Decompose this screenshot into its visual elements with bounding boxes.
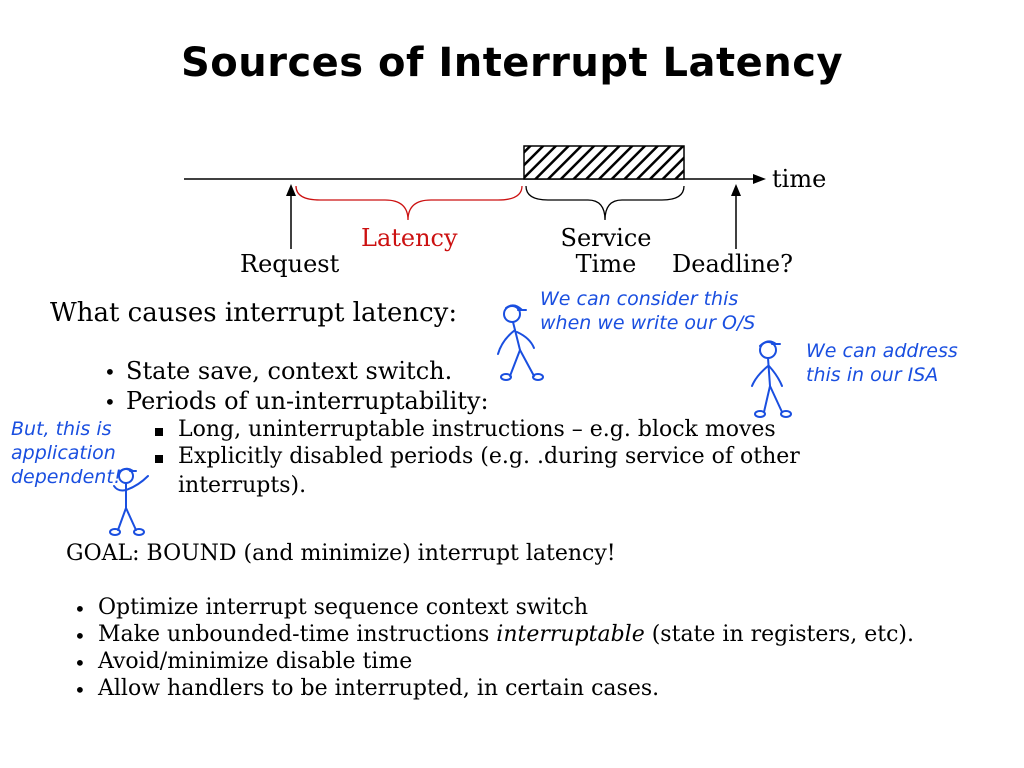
goal-item-2: Make unbounded-time instructions interru… <box>98 622 914 647</box>
note-isa-line2: this in our ISA <box>806 364 939 386</box>
cause-item-1: State save, context switch. <box>126 357 453 385</box>
stick-figure-app-icon <box>109 467 149 536</box>
cause-subitem-1: Long, uninterruptable instructions – e.g… <box>178 417 776 442</box>
goal-item-4: Allow handlers to be interrupted, in cer… <box>98 676 660 701</box>
cause-subitem-2-cont: interrupts). <box>178 473 307 498</box>
service-brace <box>525 185 685 221</box>
stick-figure-os-icon <box>497 304 544 381</box>
request-arrowhead <box>286 184 296 196</box>
goal-text: GOAL: BOUND (and minimize) interrupt lat… <box>66 541 616 566</box>
latency-brace <box>295 185 523 221</box>
service-block <box>523 145 685 180</box>
goal-item-1: Optimize interrupt sequence context swit… <box>98 595 589 620</box>
goal-item-3: Avoid/minimize disable time <box>98 649 413 674</box>
note-app-line3: dependent! <box>11 466 122 488</box>
note-isa-line1: We can address <box>806 340 958 362</box>
note-app-line1: But, this is <box>11 418 112 440</box>
cause-item-2: Periods of un-interruptability: <box>126 387 489 415</box>
time-axis-label: time <box>772 165 827 193</box>
stick-figure-isa-icon <box>751 340 792 418</box>
latency-label: Latency <box>361 224 458 252</box>
bullet-dot: • <box>74 597 86 621</box>
bullet-dot: • <box>74 678 86 702</box>
request-label: Request <box>240 250 340 278</box>
timeline-diagram <box>184 145 766 249</box>
deadline-label: Deadline? <box>672 250 793 278</box>
service-label-line1: Service <box>560 224 652 252</box>
square-bullet <box>155 428 163 436</box>
bullet-dot: • <box>74 651 86 675</box>
bullet-dot: • <box>104 390 116 414</box>
bullet-dot: • <box>74 624 86 648</box>
bullet-dot: • <box>104 360 116 384</box>
square-bullet <box>155 455 163 463</box>
time-axis-arrowhead <box>753 174 766 184</box>
service-label-line2: Time <box>575 250 637 278</box>
note-os-line2: when we write our O/S <box>540 312 756 334</box>
deadline-arrowhead <box>731 184 741 196</box>
slide-title: Sources of Interrupt Latency <box>180 40 844 86</box>
note-os-line1: We can consider this <box>540 288 739 310</box>
goal-item-2-emphasis: interruptable <box>496 622 645 647</box>
causes-heading: What causes interrupt latency: <box>50 298 458 328</box>
note-app-line2: application <box>11 442 116 464</box>
cause-subitem-2: Explicitly disabled periods (e.g. .durin… <box>178 444 800 469</box>
